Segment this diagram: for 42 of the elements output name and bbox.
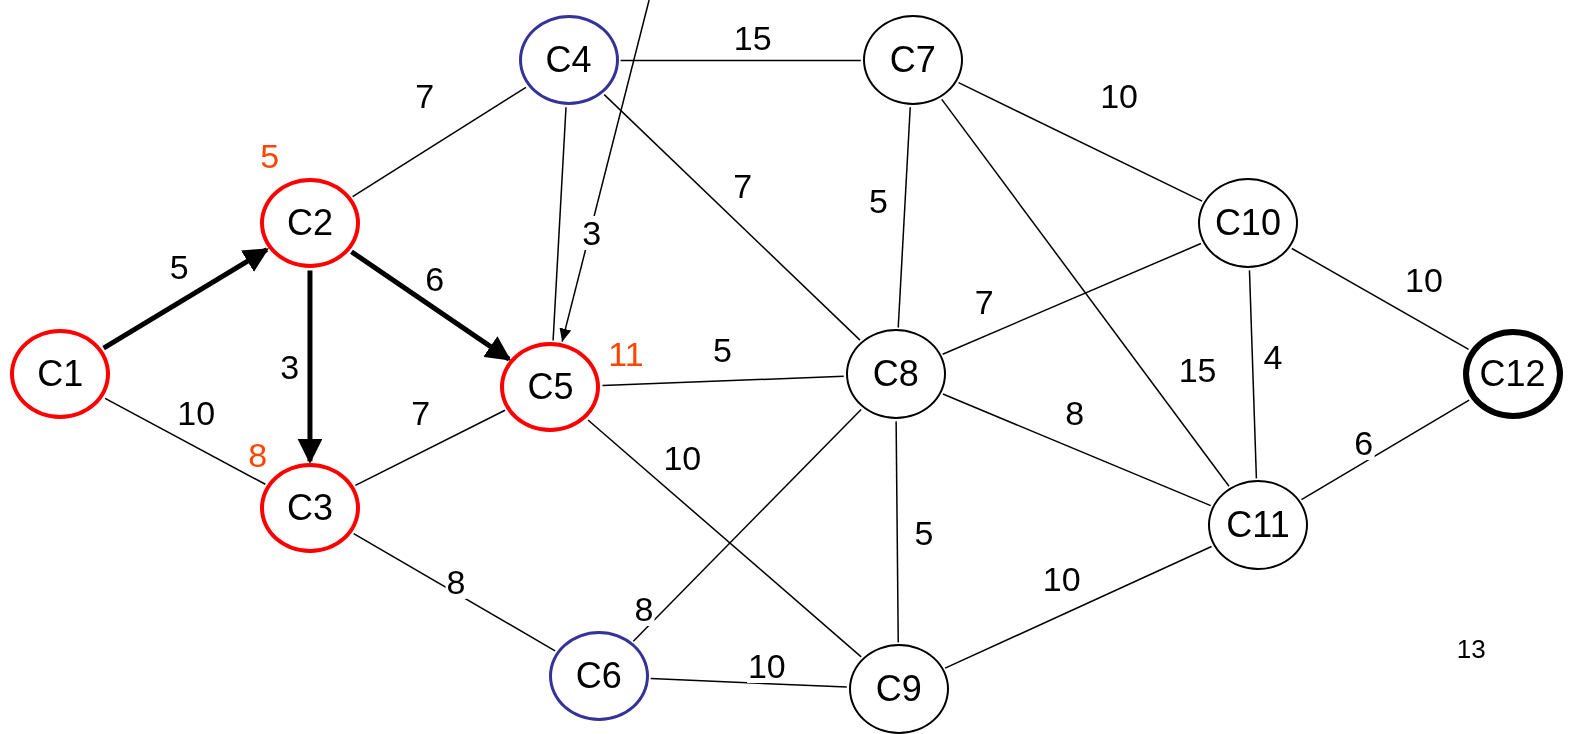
arrow (102, 247, 269, 351)
connector-line (552, 106, 567, 342)
connector-line (650, 677, 848, 688)
node-label: C9 (875, 671, 922, 708)
arrow (297, 270, 323, 464)
connector-line (941, 242, 1202, 355)
connector-line (352, 532, 556, 652)
arrow (559, 0, 650, 343)
arrow (350, 249, 512, 362)
distance-label: 11 (608, 337, 644, 372)
node-label: C2 (286, 205, 333, 242)
connector-line (895, 420, 899, 644)
node-label: C8 (872, 356, 919, 393)
connector-line (601, 375, 845, 387)
connector-line (351, 86, 527, 198)
distance-label: 5 (260, 139, 280, 173)
edge-label: 3 (581, 216, 603, 251)
connector-line (1291, 247, 1470, 351)
connector-line (897, 106, 911, 329)
node-label: C5 (527, 369, 574, 406)
node-label: C6 (575, 658, 622, 695)
connector-line (354, 409, 506, 487)
connector-line (1248, 269, 1258, 480)
connector-line (1300, 399, 1470, 501)
page-number: 13 (1456, 636, 1486, 663)
connector-line (942, 393, 1212, 507)
node-label: C7 (889, 42, 936, 79)
connector-line (603, 93, 861, 341)
connector-line (619, 59, 862, 62)
connector-line (957, 81, 1203, 202)
connector-line (104, 397, 266, 485)
node-label: C11 (1226, 507, 1290, 544)
connector-line (944, 545, 1213, 669)
node-label: C12 (1479, 356, 1546, 393)
distance-label: 8 (248, 437, 268, 472)
node-label: C3 (286, 490, 333, 527)
node-label: C1 (37, 356, 84, 393)
connector-line (632, 408, 862, 642)
connector-line (941, 98, 1230, 488)
node-label: C4 (545, 42, 592, 79)
connector-line (587, 419, 862, 658)
node-label: C10 (1214, 205, 1281, 242)
